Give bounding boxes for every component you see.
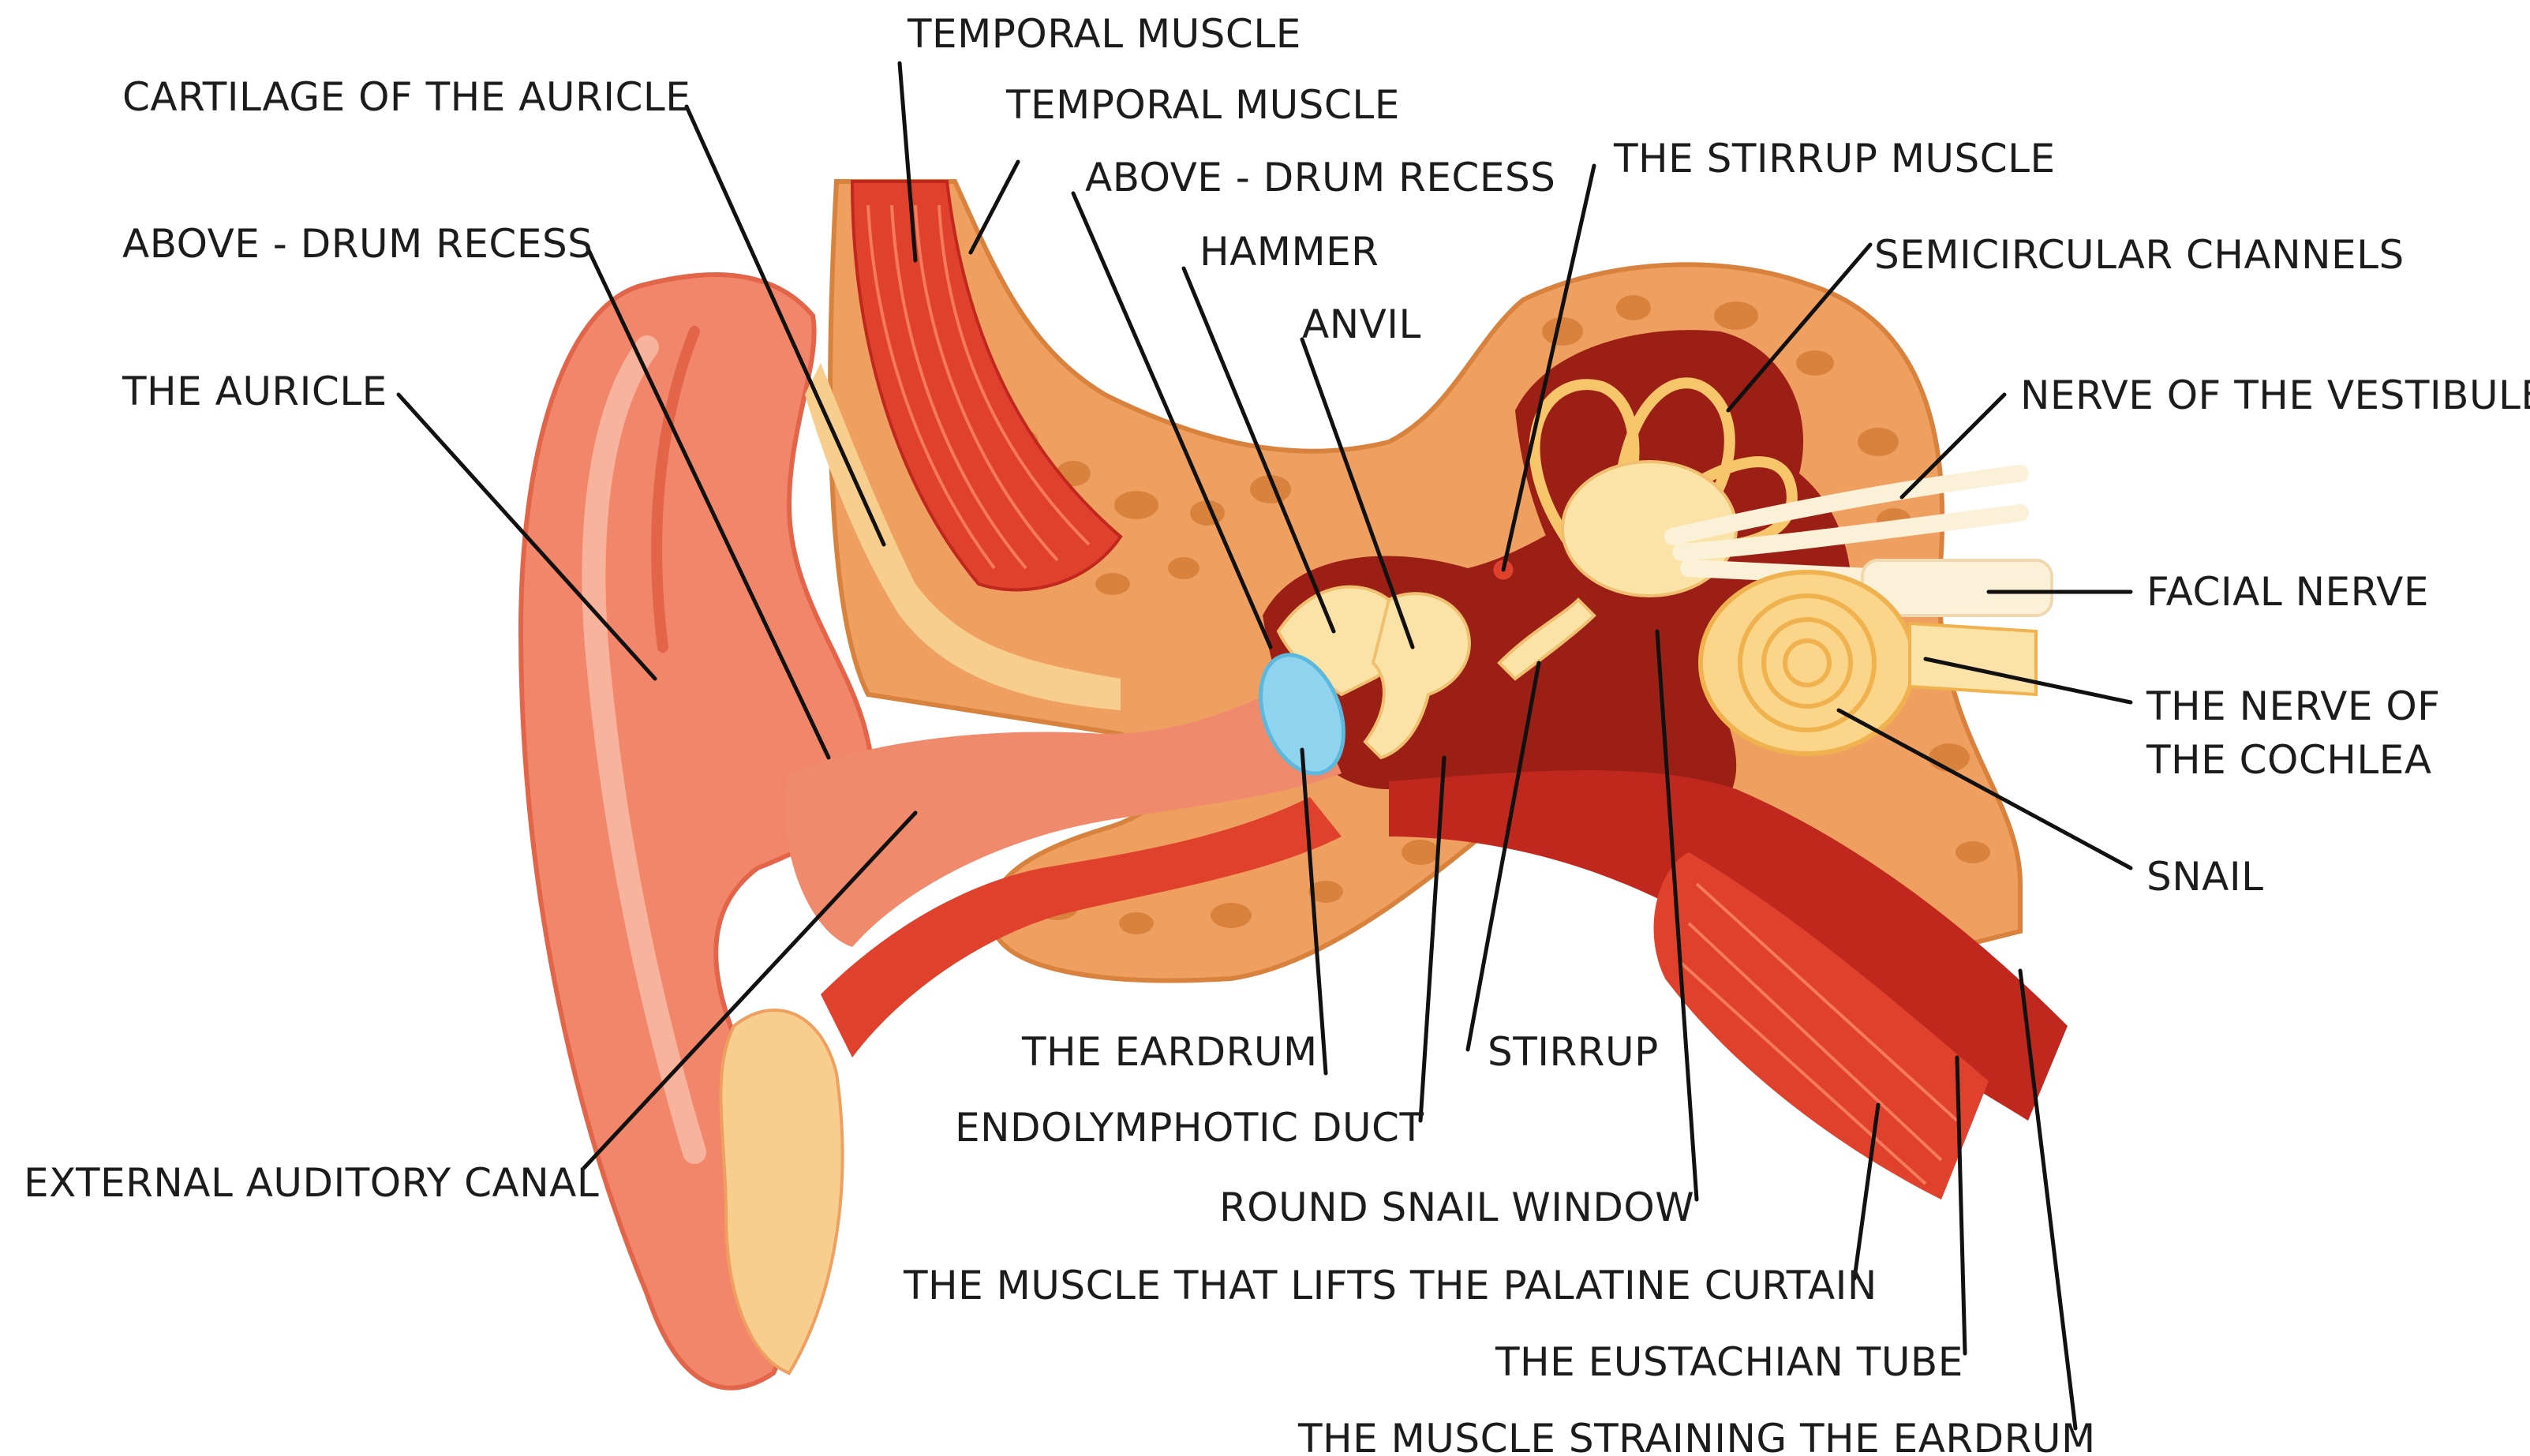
label-temporal-muscle-1: TEMPORAL MUSCLE [907,11,1301,57]
label-nerve-of-vestibule: NERVE OF THE VESTIBULE [2020,372,2530,418]
label-palatine-muscle: THE MUSCLE THAT LIFTS THE PALATINE CURTA… [903,1263,1877,1308]
label-nerve-of-cochlea-1: THE NERVE OF [2146,683,2440,729]
label-anvil: ANVIL [1302,301,1421,347]
label-hammer: HAMMER [1200,229,1379,275]
cochlea [1701,572,1914,754]
label-the-eardrum: THE EARDRUM [1021,1029,1318,1075]
label-stirrup: STIRRUP [1488,1029,1659,1075]
label-temporal-muscle-2: TEMPORAL MUSCLE [1005,82,1400,128]
label-eustachian-tube: THE EUSTACHIAN TUBE [1495,1339,1963,1385]
label-cartilage-of-auricle: CARTILAGE OF THE AURICLE [122,74,691,120]
label-nerve-of-cochlea-2: THE COCHLEA [2146,737,2432,783]
label-snail: SNAIL [2146,854,2263,900]
label-facial-nerve: FACIAL NERVE [2146,569,2429,615]
label-stirrup-muscle: THE STIRRUP MUSCLE [1613,136,2056,182]
label-endolymphatic-duct: ENDOLYMPHOTIC DUCT [955,1105,1424,1151]
label-round-snail-window: ROUND SNAIL WINDOW [1219,1185,1694,1230]
label-eardrum-tensor-muscle: THE MUSCLE STRAINING THE EARDRUM [1297,1416,2096,1456]
label-semicircular-channels: SEMICIRCULAR CHANNELS [1874,232,2405,278]
label-the-auricle: THE AURICLE [122,369,387,414]
label-external-auditory-canal: EXTERNAL AUDITORY CANAL [24,1160,599,1206]
label-above-drum-recess-left: ABOVE - DRUM RECESS [122,221,593,267]
label-above-drum-recess-center: ABOVE - DRUM RECESS [1085,155,1555,200]
